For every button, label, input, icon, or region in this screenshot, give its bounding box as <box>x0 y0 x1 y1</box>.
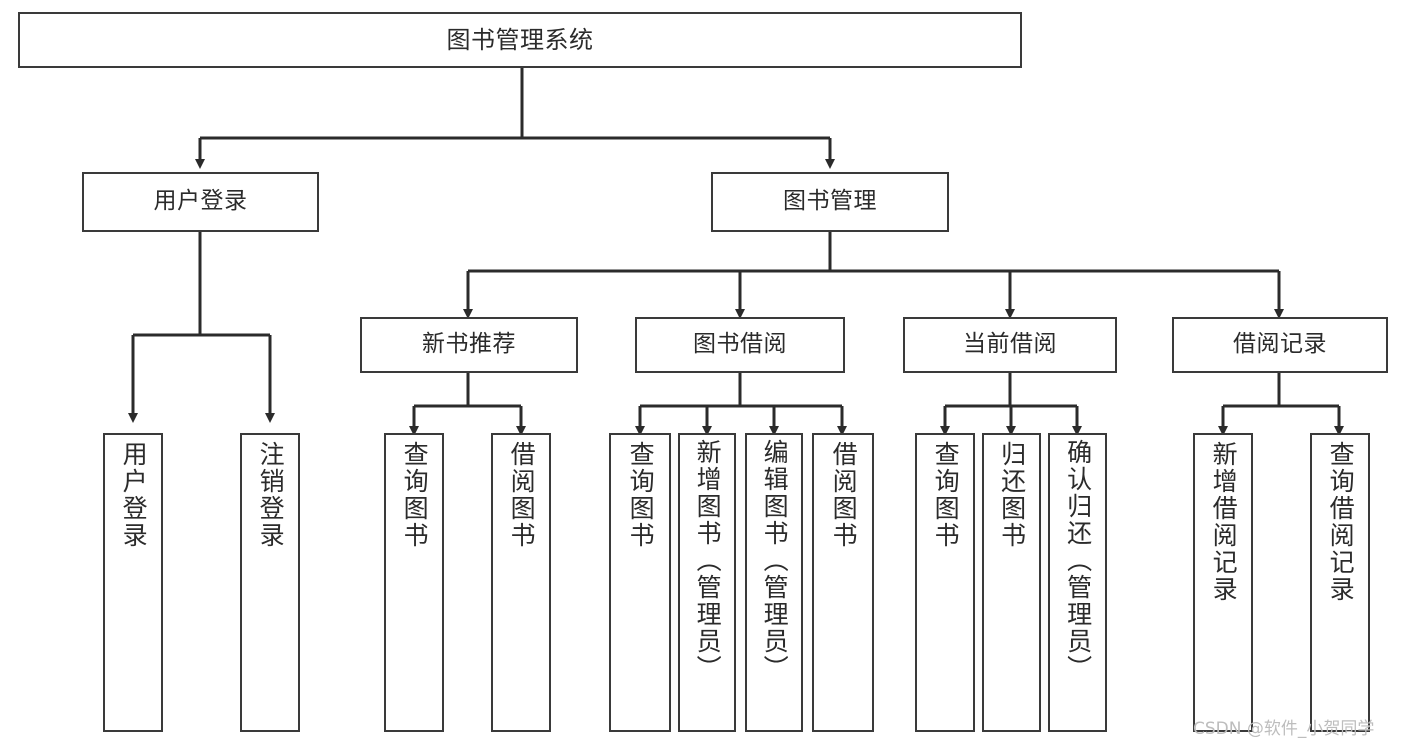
node-leaf-bw-add-book-label: 新增图书（管理员） <box>693 439 723 682</box>
node-leaf-cur-confirm-return-label: 确认归还（管理员） <box>1063 439 1093 682</box>
node-leaf-logout-label: 注销登录 <box>256 441 286 549</box>
node-new-book-recommend-label: 新书推荐 <box>422 331 516 358</box>
node-leaf-nb-query-book[interactable]: 查询图书 <box>384 433 444 732</box>
node-leaf-bw-query-book[interactable]: 查询图书 <box>609 433 671 732</box>
node-leaf-bw-borrow-book[interactable]: 借阅图书 <box>812 433 874 732</box>
node-leaf-nb-borrow-book[interactable]: 借阅图书 <box>491 433 551 732</box>
node-leaf-cur-return-book[interactable]: 归还图书 <box>982 433 1041 732</box>
node-leaf-rec-add-record-label: 新增借阅记录 <box>1209 441 1239 603</box>
node-leaf-rec-query-record[interactable]: 查询借阅记录 <box>1310 433 1370 732</box>
node-book-borrow-label: 图书借阅 <box>693 331 787 358</box>
node-borrow-record[interactable]: 借阅记录 <box>1172 317 1388 373</box>
node-leaf-bw-add-book[interactable]: 新增图书（管理员） <box>678 433 736 732</box>
node-user-login[interactable]: 用户登录 <box>82 172 319 232</box>
node-book-borrow[interactable]: 图书借阅 <box>635 317 845 373</box>
node-leaf-rec-add-record[interactable]: 新增借阅记录 <box>1193 433 1253 732</box>
node-leaf-bw-query-book-label: 查询图书 <box>626 441 656 549</box>
node-leaf-user-login[interactable]: 用户登录 <box>103 433 163 732</box>
node-leaf-cur-query-book[interactable]: 查询图书 <box>915 433 975 732</box>
node-leaf-cur-query-book-label: 查询图书 <box>931 441 961 549</box>
node-root-system-label: 图书管理系统 <box>446 25 594 54</box>
node-leaf-bw-borrow-book-label: 借阅图书 <box>829 441 859 549</box>
node-borrow-record-label: 借阅记录 <box>1233 331 1327 358</box>
csdn-watermark: CSDN @软件_小贺同学 <box>1193 719 1375 739</box>
node-leaf-cur-confirm-return[interactable]: 确认归还（管理员） <box>1048 433 1107 732</box>
node-root-system[interactable]: 图书管理系统 <box>18 12 1022 68</box>
node-leaf-user-login-label: 用户登录 <box>119 441 149 549</box>
node-leaf-nb-borrow-book-label: 借阅图书 <box>507 441 537 549</box>
node-book-management[interactable]: 图书管理 <box>711 172 949 232</box>
node-leaf-nb-query-book-label: 查询图书 <box>400 441 430 549</box>
node-new-book-recommend[interactable]: 新书推荐 <box>360 317 578 373</box>
node-leaf-logout[interactable]: 注销登录 <box>240 433 300 732</box>
node-leaf-rec-query-record-label: 查询借阅记录 <box>1326 441 1356 603</box>
node-leaf-cur-return-book-label: 归还图书 <box>997 441 1027 549</box>
node-user-login-label: 用户登录 <box>153 188 248 215</box>
node-leaf-bw-edit-book[interactable]: 编辑图书（管理员） <box>745 433 803 732</box>
node-current-borrow[interactable]: 当前借阅 <box>903 317 1117 373</box>
node-book-management-label: 图书管理 <box>783 188 877 215</box>
node-current-borrow-label: 当前借阅 <box>963 331 1057 358</box>
node-leaf-bw-edit-book-label: 编辑图书（管理员） <box>760 439 790 682</box>
